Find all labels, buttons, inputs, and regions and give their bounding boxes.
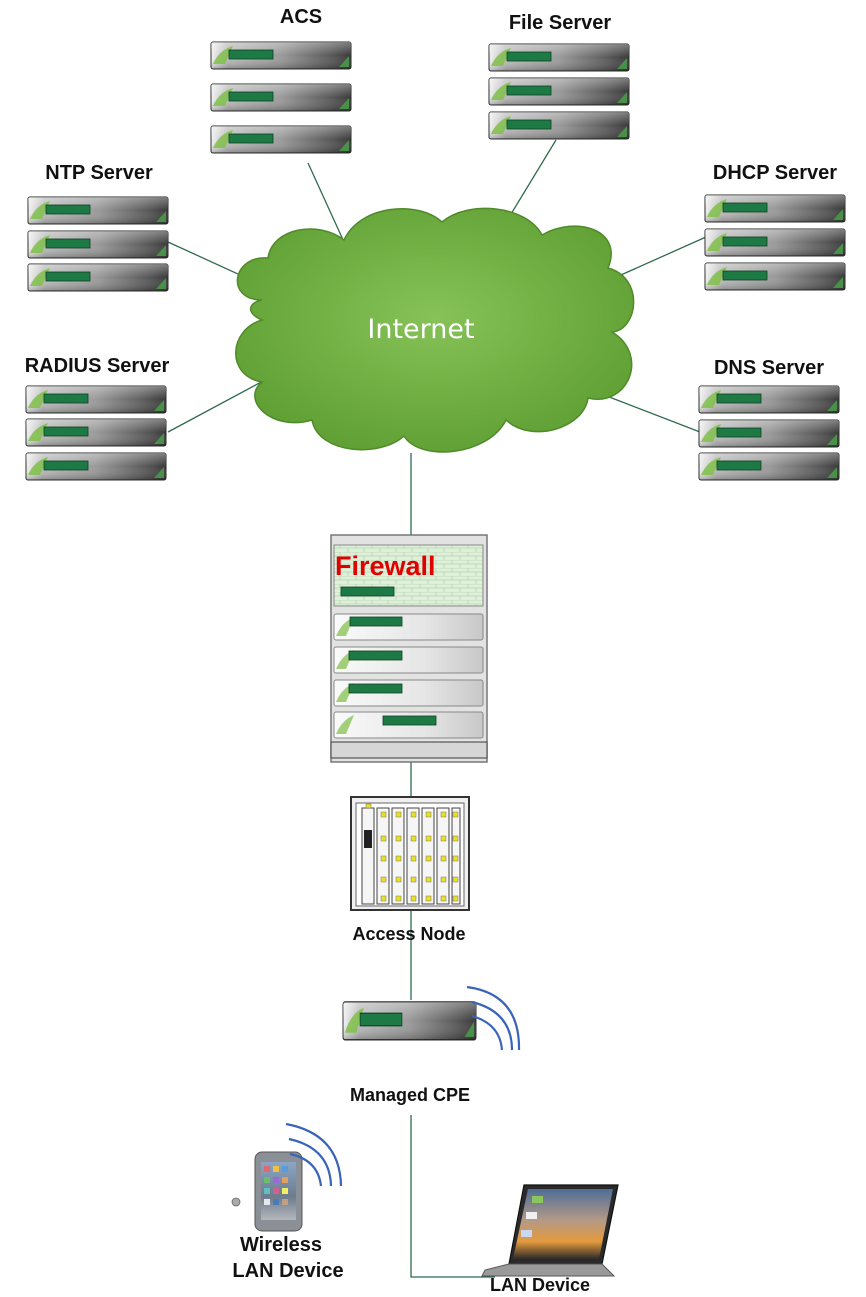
wireless-lan-device: Wireless LAN Device: [231, 1122, 344, 1282]
server-unit: [25, 418, 167, 447]
wifi-icon: [466, 985, 521, 1051]
file-server-label: File Server: [509, 12, 612, 34]
server-unit: [210, 83, 352, 112]
wifi-icon: [285, 1122, 343, 1187]
managed-cpe: Managed CPE: [342, 985, 521, 1105]
cpe-unit: [342, 1001, 477, 1041]
access-node-leds: [365, 803, 459, 902]
access-node: Access Node: [350, 796, 470, 944]
server-unit: [698, 419, 840, 448]
internet-cloud: Internet: [235, 207, 635, 453]
firewall-blade: [333, 646, 484, 674]
firewall-rack: Firewall: [330, 534, 488, 763]
server-unit: [25, 385, 167, 414]
phone-app-icons: [264, 1166, 288, 1205]
server-unit: [27, 196, 169, 225]
managed-cpe-label: Managed CPE: [350, 1085, 470, 1105]
ntp-server-label: NTP Server: [45, 162, 153, 184]
firewall-blade: [333, 613, 484, 641]
server-unit: [210, 41, 352, 70]
server-unit: [488, 111, 630, 140]
server-unit: [25, 452, 167, 481]
server-unit: [704, 262, 846, 291]
server-unit: [488, 43, 630, 72]
firewall-label: Firewall: [335, 551, 436, 581]
firewall-blade: [333, 711, 484, 739]
server-unit: [698, 385, 840, 414]
server-unit: [210, 125, 352, 154]
server-unit: [698, 452, 840, 481]
acs-server: ACS: [210, 6, 352, 154]
server-unit: [704, 228, 846, 257]
access-node-label: Access Node: [352, 924, 465, 944]
wireless-device-label-line2: LAN Device: [232, 1260, 343, 1282]
ntp-server: NTP Server: [27, 162, 169, 292]
file-server: File Server: [488, 12, 630, 140]
lan-device-label: LAN Device: [490, 1275, 590, 1295]
wireless-device-label-line1: Wireless: [240, 1234, 322, 1256]
acs-label: ACS: [280, 6, 322, 28]
dns-server: DNS Server: [698, 357, 840, 481]
internet-label: Internet: [367, 314, 474, 345]
server-unit: [488, 77, 630, 106]
dhcp-server: DHCP Server: [704, 162, 846, 291]
server-unit: [27, 263, 169, 292]
lan-device: LAN Device: [481, 1184, 619, 1295]
dhcp-server-label: DHCP Server: [713, 162, 837, 184]
radius-server: RADIUS Server: [25, 355, 170, 481]
firewall-blade: [333, 679, 484, 707]
server-unit: [704, 194, 846, 223]
radius-server-label: RADIUS Server: [25, 355, 170, 377]
network-links: [167, 139, 707, 1278]
server-unit: [27, 230, 169, 259]
dns-server-label: DNS Server: [714, 357, 824, 379]
